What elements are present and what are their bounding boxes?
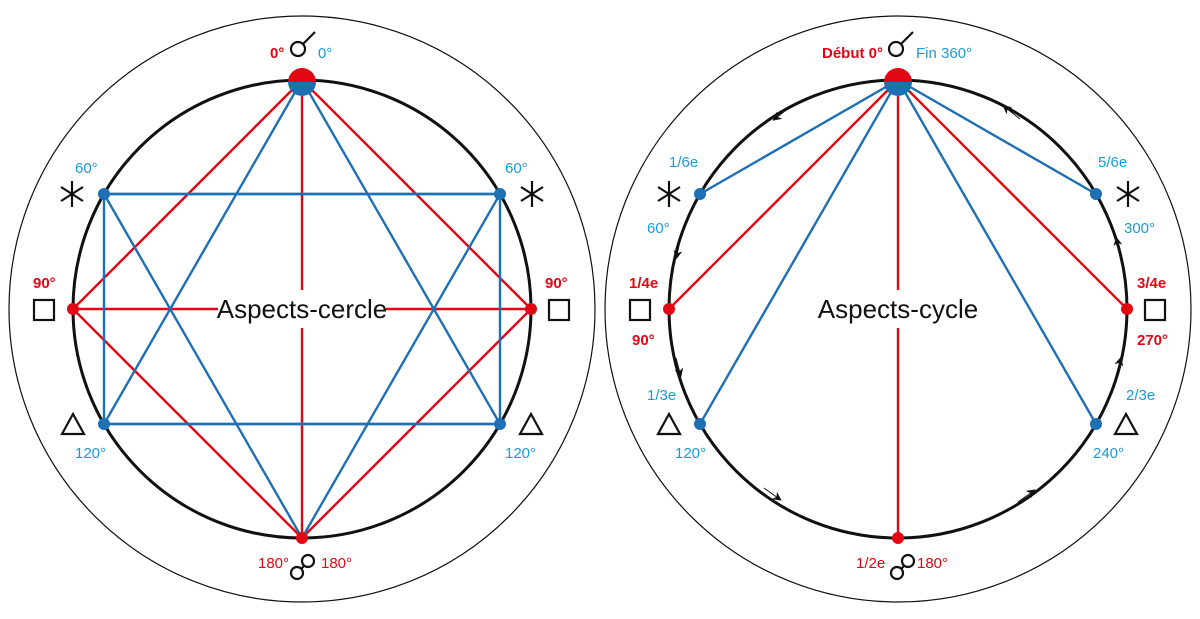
square-icon	[32, 298, 56, 322]
bottom-degree: 180°	[917, 555, 948, 572]
start-label: Début 0°	[822, 45, 883, 62]
arrow-icon	[1002, 105, 1021, 120]
aspects-cycle-diagram: Aspects-cycle	[604, 15, 1192, 603]
bottom-right-label: 180°	[321, 555, 352, 572]
middle-right-degree: 270°	[1137, 332, 1168, 349]
square-icon	[547, 298, 571, 322]
trine-icon	[656, 411, 682, 436]
upper-right-degree: 300°	[1124, 220, 1155, 237]
sextile-icon	[520, 181, 544, 207]
sextile-icon	[657, 181, 681, 207]
sextile-icon	[60, 181, 84, 207]
arrow-icon	[1113, 236, 1123, 257]
opposition-icon	[889, 553, 916, 581]
cycle-direction-arrows	[673, 105, 1124, 503]
conjunction-icon	[289, 31, 316, 58]
upper-right-fraction: 5/6e	[1098, 154, 1127, 171]
lower-right-fraction: 2/3e	[1126, 387, 1155, 404]
title-background-left	[218, 290, 386, 328]
outer-circle-left	[8, 15, 596, 603]
top-right-label: 0°	[318, 45, 332, 62]
upper-right-label: 60°	[505, 160, 528, 177]
lower-left-fraction: 1/3e	[647, 387, 676, 404]
lower-left-label: 120°	[75, 445, 106, 462]
arrow-icon	[763, 487, 782, 501]
upper-left-degree: 60°	[647, 220, 670, 237]
title-left: Aspects-cercle	[217, 294, 388, 324]
aspects-cercle-diagram: Aspects-cercle	[8, 15, 596, 603]
arrow-icon	[674, 357, 684, 378]
aspect-dots-left	[67, 68, 537, 544]
top-left-label: 0°	[270, 45, 284, 62]
trine-icon	[1113, 411, 1139, 436]
title-background-right	[818, 290, 978, 328]
middle-left-fraction: 1/4e	[629, 275, 658, 292]
sextile-icon	[1116, 181, 1140, 207]
arrow-icon	[673, 239, 683, 260]
trine-icon	[518, 411, 544, 436]
middle-left-degree: 90°	[632, 332, 655, 349]
trine-icon	[60, 411, 86, 436]
middle-right-fraction: 3/4e	[1137, 275, 1166, 292]
square-icon	[628, 298, 652, 322]
upper-left-label: 60°	[75, 160, 98, 177]
opposition-icon	[289, 553, 316, 581]
end-label: Fin 360°	[916, 45, 972, 62]
blue-aspect-lines-left	[101, 77, 503, 541]
upper-left-fraction: 1/6e	[669, 154, 698, 171]
aspect-dots-right	[663, 68, 1133, 544]
arrow-icon	[772, 106, 791, 121]
arrow-icon	[1114, 356, 1124, 377]
lower-right-label: 120°	[505, 445, 536, 462]
outer-circle-right	[604, 15, 1192, 603]
arrow-icon	[1017, 489, 1036, 503]
bottom-fraction: 1/2e	[856, 555, 885, 572]
lower-left-degree: 120°	[675, 445, 706, 462]
bottom-left-label: 180°	[258, 555, 289, 572]
middle-right-label: 90°	[545, 275, 568, 292]
lower-right-degree: 240°	[1093, 445, 1124, 462]
title-right: Aspects-cycle	[818, 294, 978, 324]
conjunction-icon	[887, 31, 914, 58]
middle-left-label: 90°	[33, 275, 56, 292]
cycle-aspect-lines	[668, 78, 1128, 538]
square-icon	[1143, 298, 1167, 322]
